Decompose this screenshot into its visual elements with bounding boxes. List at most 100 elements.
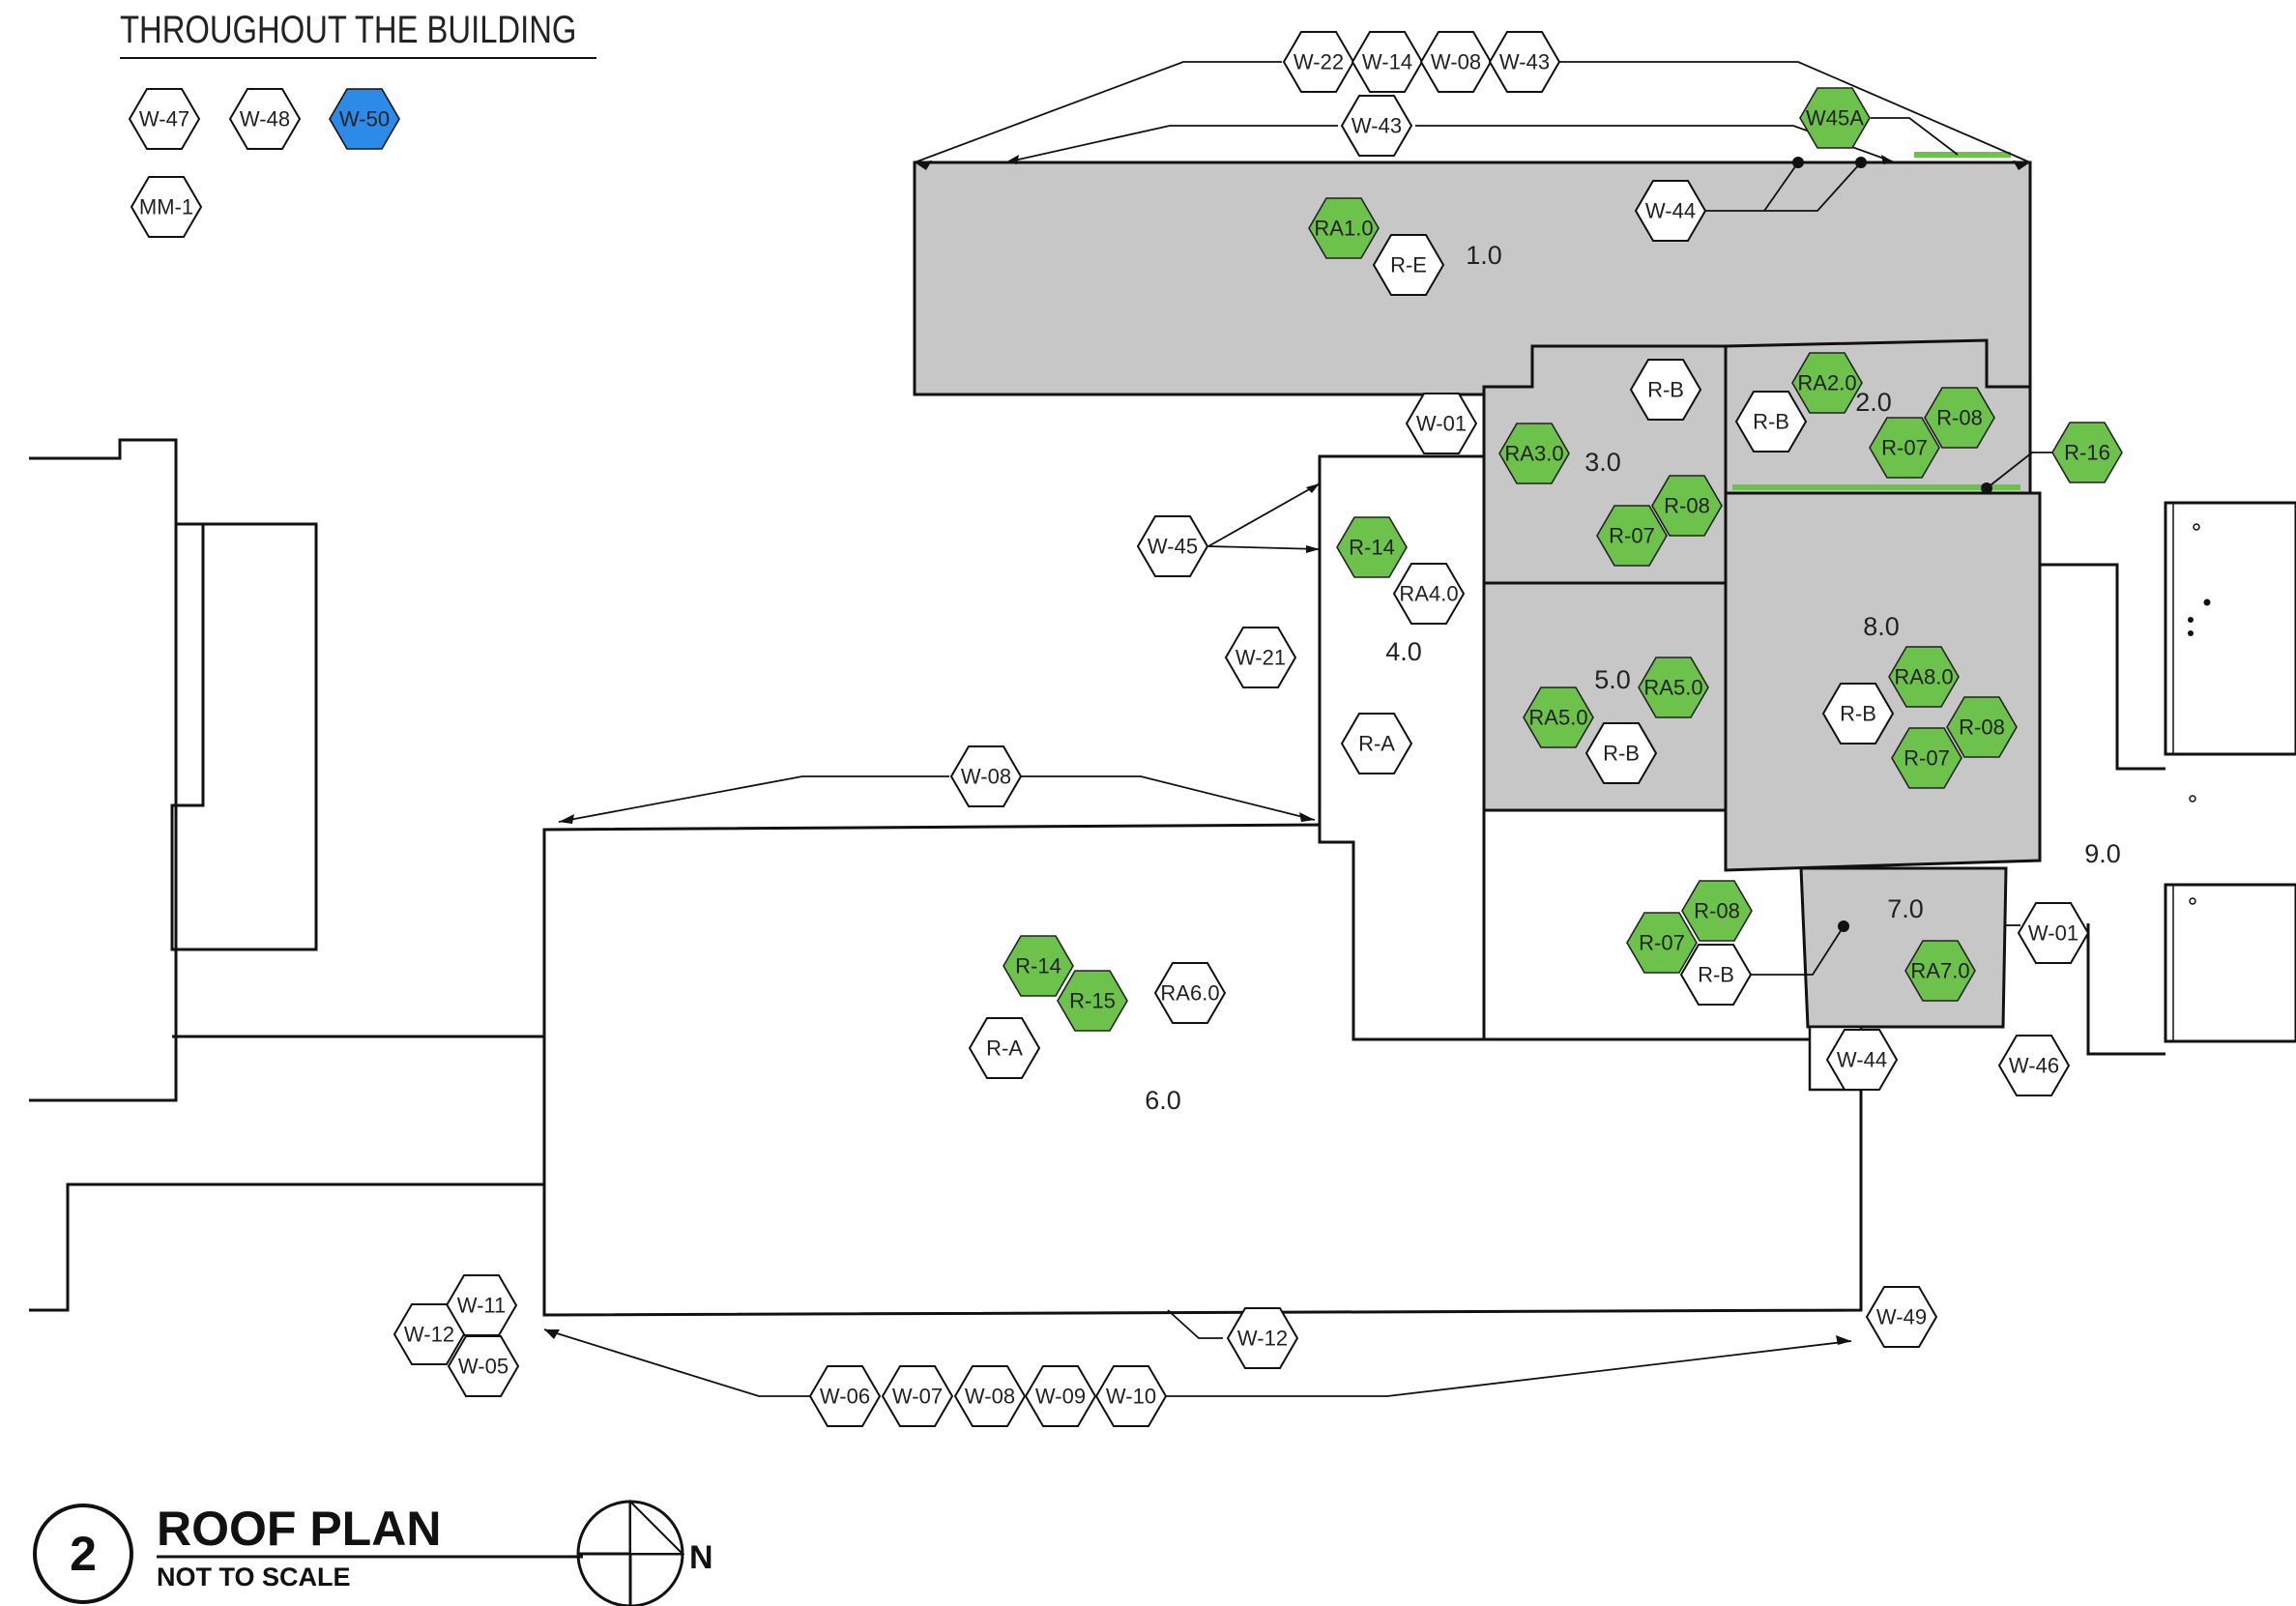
roof-area-6 — [542, 823, 1863, 1317]
legend-tag-w48[interactable]: W-48 — [228, 88, 302, 150]
tag-r14-4[interactable]: R-14 — [1336, 516, 1408, 578]
tag-label: W-44 — [1645, 199, 1696, 223]
tag-w05[interactable]: W-05 — [447, 1335, 520, 1397]
tag-r08-2[interactable]: R-08 — [1924, 387, 1995, 449]
tag-w14[interactable]: W-14 — [1351, 31, 1424, 93]
tag-w45[interactable]: W-45 — [1136, 515, 1209, 577]
tag-r15-6[interactable]: R-15 — [1057, 970, 1128, 1032]
tag-w43-group[interactable]: W-43 — [1488, 31, 1561, 93]
tag-label: RA5.0 — [1643, 676, 1702, 700]
tag-label: W-10 — [1106, 1385, 1156, 1409]
title-block: 2 ROOF PLAN NOT TO SCALE N — [33, 1499, 713, 1606]
tag-label: R-08 — [1664, 494, 1710, 518]
roof-areas — [542, 161, 2042, 1317]
north-label: N — [689, 1539, 713, 1576]
zone-label-4: 4.0 — [1385, 637, 1422, 666]
tag-w06[interactable]: W-06 — [808, 1365, 882, 1427]
tag-w21[interactable]: W-21 — [1224, 627, 1297, 688]
tag-rb-3[interactable]: R-B — [1629, 359, 1702, 421]
tag-w01-right[interactable]: W-01 — [2017, 902, 2090, 964]
tag-ra5-right[interactable]: RA5.0 — [1638, 657, 1709, 718]
tag-label: W45A — [1806, 106, 1864, 131]
tag-label: W-48 — [240, 107, 290, 131]
tag-ra3[interactable]: RA3.0 — [1498, 423, 1570, 484]
zone-label-5: 5.0 — [1594, 665, 1631, 694]
tag-w45a[interactable]: W45A — [1799, 87, 1871, 149]
tag-r07-2[interactable]: R-07 — [1869, 417, 1940, 479]
tag-ra5-left[interactable]: RA5.0 — [1523, 686, 1594, 748]
tag-label: R-A — [986, 1037, 1023, 1061]
tag-r07-8[interactable]: R-07 — [1891, 727, 1962, 789]
tag-label: W-07 — [892, 1385, 943, 1409]
tag-rb-5[interactable]: R-B — [1584, 722, 1658, 784]
tag-re[interactable]: R-E — [1372, 234, 1445, 296]
tag-label: W-12 — [1237, 1327, 1288, 1351]
tag-label: W-08 — [965, 1385, 1015, 1409]
tag-r08-3[interactable]: R-08 — [1651, 475, 1723, 537]
tag-rb-2[interactable]: R-B — [1734, 391, 1808, 453]
tag-w49[interactable]: W-49 — [1865, 1286, 1938, 1348]
tag-w44-top[interactable]: W-44 — [1634, 180, 1707, 242]
tag-r07-3[interactable]: R-07 — [1596, 505, 1668, 567]
tag-w12-left[interactable]: W-12 — [392, 1303, 466, 1365]
zone-label-3: 3.0 — [1584, 448, 1621, 477]
zone-label-8: 8.0 — [1863, 612, 1900, 641]
tag-w08-top[interactable]: W-08 — [1419, 31, 1493, 93]
tag-ra7[interactable]: RA7.0 — [1904, 940, 1976, 1002]
tag-label: R-A — [1358, 732, 1395, 756]
tag-ra1[interactable]: RA1.0 — [1308, 197, 1380, 259]
tag-w08-mid[interactable]: W-08 — [949, 745, 1023, 807]
drawing-scale: NOT TO SCALE — [157, 1562, 351, 1591]
tag-label: W-01 — [2028, 921, 2078, 946]
legend: THROUGHOUT THE BUILDING — [120, 8, 596, 59]
tag-ra4[interactable]: RA4.0 — [1392, 563, 1466, 625]
tag-w08-bottom[interactable]: W-08 — [953, 1365, 1027, 1427]
tag-rb-7[interactable]: R-B — [1679, 944, 1753, 1006]
tag-w01-top[interactable]: W-01 — [1405, 393, 1478, 454]
roof-area-8[interactable] — [1724, 491, 2042, 872]
tag-label: R-07 — [1609, 524, 1655, 548]
tag-label: W-45 — [1148, 535, 1198, 559]
roof-area-7[interactable] — [1799, 866, 2008, 1029]
tag-label: R-B — [1698, 963, 1734, 987]
tag-label: RA4.0 — [1399, 582, 1458, 606]
tag-label: RA2.0 — [1797, 371, 1856, 395]
legend-tag-w47[interactable]: W-47 — [128, 88, 201, 150]
tag-label: W-11 — [457, 1294, 507, 1318]
tag-rb-8[interactable]: R-B — [1821, 683, 1895, 745]
tag-ra8[interactable]: RA8.0 — [1888, 646, 1960, 708]
tag-ra-4[interactable]: R-A — [1340, 713, 1413, 774]
tag-w46[interactable]: W-46 — [1997, 1035, 2071, 1096]
tag-w09[interactable]: W-09 — [1024, 1365, 1097, 1427]
tag-r07-7[interactable]: R-07 — [1626, 912, 1698, 974]
zone-label-1: 1.0 — [1466, 241, 1502, 270]
tag-r08-8[interactable]: R-08 — [1946, 696, 2018, 758]
tag-ra6[interactable]: RA6.0 — [1153, 962, 1227, 1024]
zone-label-2: 2.0 — [1855, 388, 1892, 417]
tag-label: W-21 — [1235, 646, 1286, 670]
tag-label: R-15 — [1069, 989, 1116, 1013]
legend-tag-mm1[interactable]: MM-1 — [130, 176, 203, 238]
tag-label: W-01 — [1416, 412, 1467, 436]
tag-r08-7[interactable]: R-08 — [1681, 880, 1753, 942]
tag-label: W-46 — [2009, 1054, 2059, 1078]
tag-w43[interactable]: W-43 — [1340, 95, 1413, 157]
zone-labels: 1.0 2.0 3.0 4.0 5.0 6.0 7.0 8.0 9.0 — [1145, 241, 2121, 1115]
tag-ra-6[interactable]: R-A — [968, 1017, 1041, 1079]
tag-r16[interactable]: R-16 — [2051, 422, 2123, 483]
tag-label: RA7.0 — [1910, 959, 1969, 983]
leader-lines — [543, 61, 2053, 1397]
tag-w10[interactable]: W-10 — [1094, 1365, 1168, 1427]
tag-w12-bottom[interactable]: W-12 — [1226, 1307, 1299, 1369]
tag-label: RA6.0 — [1160, 981, 1219, 1006]
tag-label: W-47 — [139, 107, 189, 131]
tag-w44-bottom[interactable]: W-44 — [1825, 1029, 1899, 1091]
tag-r14-6[interactable]: R-14 — [1003, 935, 1074, 997]
tag-ra2[interactable]: RA2.0 — [1791, 352, 1863, 414]
tag-label: W-49 — [1876, 1305, 1927, 1329]
tag-label: W-43 — [1499, 50, 1550, 74]
tag-w07[interactable]: W-07 — [881, 1365, 954, 1427]
tag-w22[interactable]: W-22 — [1282, 31, 1355, 93]
legend-tag-w50[interactable]: W-50 — [329, 88, 400, 150]
